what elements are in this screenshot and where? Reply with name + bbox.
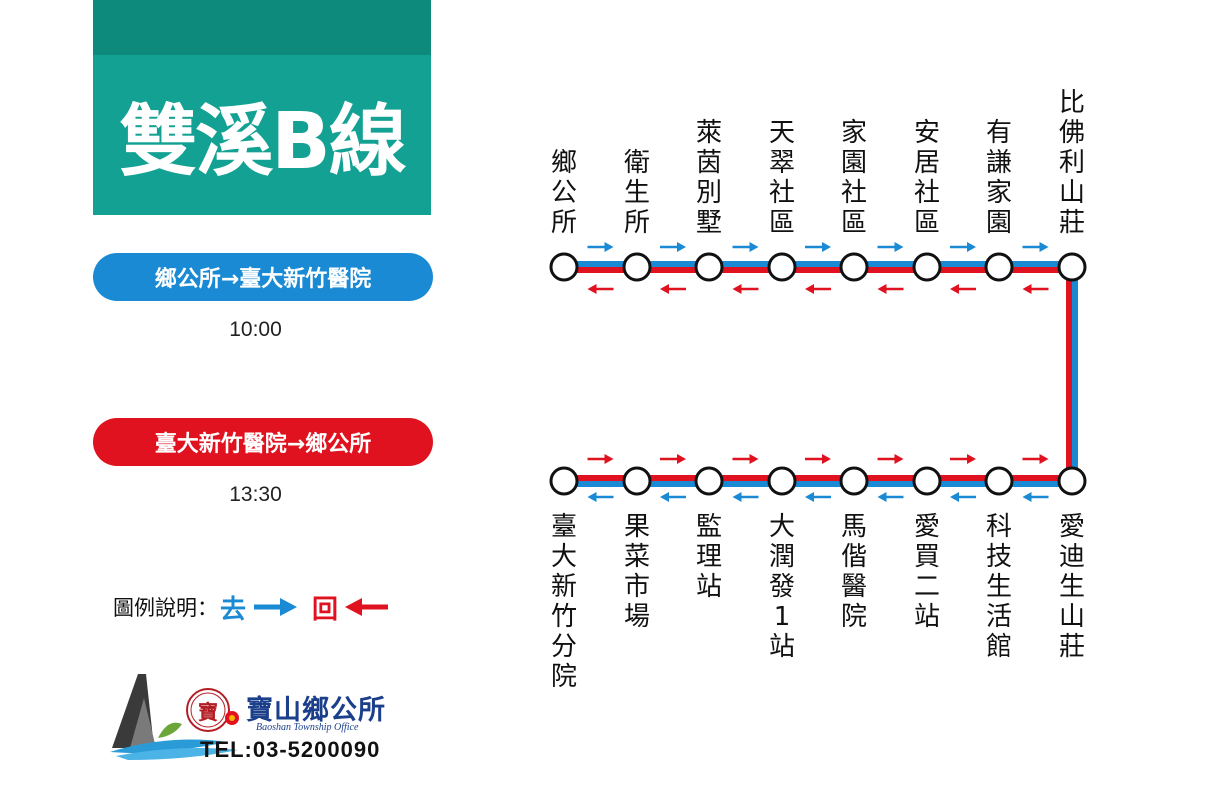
stop-label-bottom: 臺大新竹分院 — [550, 512, 577, 692]
go-direction-arrow-icon — [950, 492, 976, 502]
go-direction-arrow-icon — [587, 242, 614, 252]
stop-label-top: 家園社區 — [840, 118, 867, 238]
stop-label-top: 有謙家園 — [985, 118, 1012, 238]
go-direction-arrow-icon — [805, 492, 831, 502]
back-direction-arrow-icon — [950, 284, 976, 294]
stop-marker — [549, 252, 579, 282]
go-direction-arrow-icon — [1022, 242, 1049, 252]
stop-label-bottom: 科技生活館 — [985, 512, 1012, 662]
stop-marker — [912, 252, 942, 282]
stop-marker — [767, 252, 797, 282]
logo-subtitle: Baoshan Township Office — [256, 722, 359, 733]
go-direction-arrow-icon — [660, 492, 686, 502]
stop-marker — [839, 252, 869, 282]
stop-label-bottom: 果菜市場 — [623, 512, 650, 632]
back-direction-arrow-icon — [660, 454, 686, 464]
stop-marker — [694, 252, 724, 282]
go-direction-arrow-icon — [732, 242, 759, 252]
back-direction-arrow-icon — [587, 284, 614, 294]
direction-go-time: 10:00 — [229, 318, 282, 341]
stop-label-bottom: 愛迪生山莊 — [1058, 512, 1085, 662]
back-direction-arrow-icon — [805, 284, 831, 294]
logo-seal-text: 寶 — [198, 700, 218, 724]
left-arrow-icon — [345, 598, 389, 616]
direction-go-badge: 鄉公所→臺大新竹醫院 — [93, 253, 433, 301]
go-direction-arrow-icon — [587, 492, 614, 502]
stop-label-bottom: 愛買二站 — [913, 512, 940, 632]
contact-phone: TEL:03-5200090 — [200, 737, 381, 762]
back-direction-arrow-icon — [1022, 454, 1049, 464]
legend-label: 圖例說明： — [113, 596, 218, 620]
stop-label-top: 衛生所 — [623, 148, 650, 238]
stop-label-bottom: 監理站 — [695, 512, 722, 602]
stop-marker — [549, 466, 579, 496]
stop-label-top: 萊茵別墅 — [695, 118, 722, 238]
stop-marker — [622, 466, 652, 496]
go-direction-arrow-icon — [877, 492, 904, 502]
title-header-band — [93, 0, 431, 55]
stop-marker — [694, 466, 724, 496]
go-direction-arrow-icon — [877, 242, 904, 252]
direction-back-badge: 臺大新竹醫院→鄉公所 — [93, 418, 433, 466]
stop-marker — [1057, 466, 1087, 496]
legend-go-label: 去 — [220, 594, 247, 625]
direction-back-time: 13:30 — [229, 483, 282, 506]
stop-label-top: 安居社區 — [913, 118, 940, 238]
back-direction-arrow-icon — [805, 454, 831, 464]
stop-marker — [912, 466, 942, 496]
route-title: 雙溪B線 — [93, 55, 431, 215]
back-direction-arrow-icon — [1022, 284, 1049, 294]
right-arrow-icon — [254, 598, 298, 616]
stop-marker — [984, 252, 1014, 282]
stop-label-bottom: 馬偕醫院 — [840, 512, 867, 632]
stop-marker — [767, 466, 797, 496]
back-direction-arrow-icon — [660, 284, 686, 294]
stop-marker — [984, 466, 1014, 496]
stop-marker — [839, 466, 869, 496]
legend: 圖例說明： 去 回 — [113, 590, 390, 625]
township-logo-mountain-icon — [110, 674, 239, 760]
back-direction-arrow-icon — [877, 454, 904, 464]
logo-name: 寶山鄉公所 — [246, 695, 386, 726]
legend-back-label: 回 — [312, 594, 339, 625]
back-direction-arrow-icon — [587, 454, 614, 464]
go-direction-arrow-icon — [732, 492, 759, 502]
go-direction-arrow-icon — [950, 242, 976, 252]
go-direction-arrow-icon — [660, 242, 686, 252]
go-direction-arrow-icon — [1022, 492, 1049, 502]
go-direction-arrow-icon — [805, 242, 831, 252]
stop-label-bottom: 大潤發1站 — [768, 512, 795, 662]
back-direction-arrow-icon — [732, 284, 759, 294]
stop-label-top: 天翠社區 — [768, 118, 795, 238]
stop-marker — [622, 252, 652, 282]
stop-label-top: 鄉公所 — [550, 148, 577, 238]
back-direction-arrow-icon — [732, 454, 759, 464]
back-direction-arrow-icon — [877, 284, 904, 294]
back-direction-arrow-icon — [950, 454, 976, 464]
stop-marker — [1057, 252, 1087, 282]
stop-label-top: 比佛利山莊 — [1058, 88, 1085, 238]
